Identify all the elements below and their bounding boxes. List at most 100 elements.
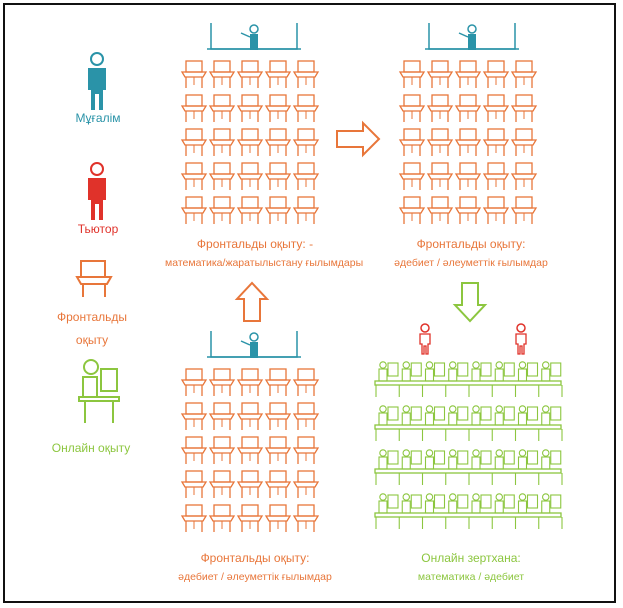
desk-with-student	[292, 470, 320, 498]
board-with-teacher	[207, 23, 301, 50]
desk-with-student	[208, 470, 236, 498]
workstation	[494, 405, 515, 426]
teacher-icon	[458, 24, 477, 50]
arrow-up-icon	[234, 281, 270, 322]
desk-with-student	[236, 436, 264, 464]
diagram-frame: Мұғалім Тьютор Фронтальды оқыту Онлайн о…	[3, 3, 616, 603]
teacher-label: Мұғалім	[75, 111, 121, 125]
online-workstation-icon	[78, 359, 120, 423]
workstation	[541, 493, 562, 514]
workstation-row	[374, 449, 563, 485]
desk-with-student	[510, 162, 538, 190]
workstation-row	[374, 493, 563, 529]
desk-with-student	[264, 402, 292, 430]
panel-bottom-right-caption: Онлайн зертхана: математика / әдебиет	[381, 551, 561, 583]
desk-with-student	[482, 162, 510, 190]
desk-with-student	[292, 368, 320, 396]
workstation	[517, 449, 539, 470]
desk-with-student	[510, 128, 538, 156]
desk-with-student	[208, 128, 236, 156]
desk-with-student	[208, 402, 236, 430]
desk-with-student	[292, 504, 320, 532]
desk-with-student	[236, 60, 264, 88]
desk-with-student	[454, 128, 482, 156]
desk-with-student	[236, 128, 264, 156]
desk-with-student	[264, 504, 292, 532]
desk-with-student	[426, 60, 454, 88]
workstation	[401, 405, 422, 426]
arrow-down-icon	[452, 282, 488, 323]
workstation	[517, 405, 539, 426]
desk-with-student	[208, 196, 236, 224]
desk-with-student	[264, 60, 292, 88]
workstation	[448, 449, 469, 470]
workstation	[541, 361, 562, 382]
desk-with-student	[482, 60, 510, 88]
desk-with-student	[208, 368, 236, 396]
desk-with-student	[426, 94, 454, 122]
desk-with-student	[426, 162, 454, 190]
desk-with-student	[208, 162, 236, 190]
workstation	[471, 361, 492, 382]
board-with-teacher	[207, 331, 301, 358]
desk-with-student	[264, 368, 292, 396]
desk-with-student	[180, 402, 208, 430]
workstation	[517, 493, 539, 514]
panel-top-left-subtitle: математика/жаратылыстану ғылымдары	[165, 257, 364, 269]
desk-with-student	[454, 60, 482, 88]
online-label: Онлайн оқыту	[51, 441, 131, 455]
desk-with-student	[180, 128, 208, 156]
desk-with-student	[264, 470, 292, 498]
desk-with-student	[236, 94, 264, 122]
desk-with-student	[398, 162, 426, 190]
desk-with-student	[236, 504, 264, 532]
desk-with-student	[180, 196, 208, 224]
panel-top-right-title: Фронтальды оқыту:	[416, 237, 526, 251]
desk-with-student	[208, 504, 236, 532]
desk-icon	[75, 260, 113, 297]
panel-top-left-caption: Фронтальды оқыту: - математика/жаратылыс…	[165, 237, 364, 269]
workstation	[494, 449, 515, 470]
desk-with-student	[398, 60, 426, 88]
board-with-teacher	[425, 23, 519, 50]
workstation-row	[374, 361, 563, 397]
panel-bottom-left-caption: Фронтальды оқыту: әдебиет / әлеуметтік ғ…	[165, 551, 345, 583]
workstation	[378, 493, 399, 514]
workstation	[541, 449, 562, 470]
desk-with-student	[236, 402, 264, 430]
desk-with-student	[482, 196, 510, 224]
tutor-icon	[419, 323, 431, 355]
panel-top-left-title: Фронтальды оқыту: -	[196, 237, 314, 251]
classroom-top-left	[180, 23, 320, 224]
workstation	[378, 405, 399, 426]
desk-with-student	[398, 196, 426, 224]
desk-with-student	[292, 94, 320, 122]
workstation	[471, 405, 492, 426]
desk-with-student	[264, 196, 292, 224]
teacher-icon	[240, 332, 259, 358]
desk-with-student	[292, 162, 320, 190]
desk-with-student	[482, 128, 510, 156]
desk-with-student	[292, 402, 320, 430]
workstation	[494, 361, 515, 382]
teacher-icon	[240, 24, 259, 50]
panel-bottom-right-subtitle: математика / әдебиет	[417, 571, 525, 583]
desk-with-student	[510, 60, 538, 88]
online-lab	[374, 323, 563, 529]
desk-with-student	[208, 94, 236, 122]
desk-with-student	[180, 94, 208, 122]
workstation	[448, 361, 469, 382]
desk-with-student	[264, 162, 292, 190]
desk-with-student	[398, 94, 426, 122]
desk-with-student	[426, 196, 454, 224]
workstation	[541, 405, 562, 426]
desk-with-student	[208, 436, 236, 464]
desk-with-student	[264, 128, 292, 156]
workstation	[424, 405, 446, 426]
desk-with-student	[454, 162, 482, 190]
desk-with-student	[426, 128, 454, 156]
classroom-bottom-left	[180, 331, 320, 532]
workstation-row	[374, 405, 563, 441]
desk-with-student	[510, 94, 538, 122]
workstation	[424, 449, 446, 470]
